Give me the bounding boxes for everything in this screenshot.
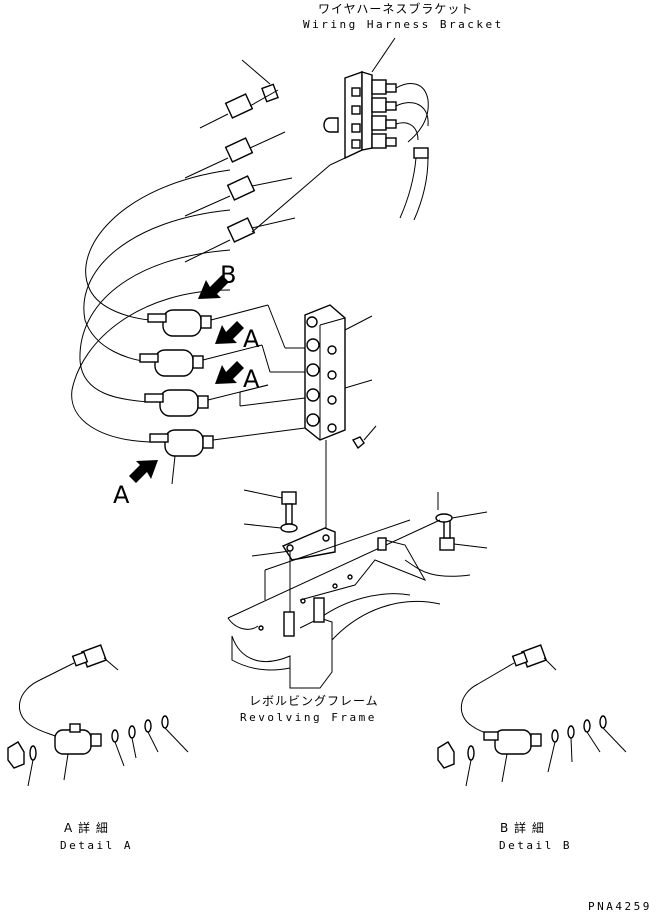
solenoid-valve-2 — [139, 344, 263, 377]
solenoid-valve-4 — [149, 427, 306, 485]
arrow-a-second-icon — [215, 361, 244, 384]
callout-a-bottom: A — [113, 481, 130, 509]
wiring-harness-bracket-label-jp: ワイヤハーネスブラケット — [318, 1, 473, 16]
detail-b-label-en: Detail B — [499, 839, 572, 852]
connector-4 — [184, 164, 331, 263]
harness-wires — [71, 169, 231, 443]
connector-3 — [184, 175, 293, 217]
connector-1 — [199, 89, 279, 129]
revolving-frame-label-jp: レボルビングフレーム — [249, 694, 379, 708]
detail-a-label-en: Detail A — [60, 839, 133, 852]
bolt-left — [243, 489, 297, 525]
connector-2 — [184, 131, 286, 179]
detail-b-assembly — [437, 644, 627, 787]
detail-a-assembly — [7, 644, 189, 787]
solenoid-valve-3 — [144, 384, 269, 417]
washer-right — [435, 511, 488, 523]
drawing-number: PNA4259 — [588, 900, 652, 912]
washer-left — [243, 523, 298, 533]
bolt-right — [439, 519, 488, 551]
connector-top-cap — [241, 59, 279, 103]
wiring-harness-bracket-label-en: Wiring Harness Bracket — [303, 18, 504, 31]
detail-a-label-jp: A 詳 細 — [64, 820, 109, 835]
valve-manifold — [239, 304, 377, 535]
solenoid-valve-1 — [147, 304, 269, 337]
revolving-frame — [227, 492, 471, 689]
callout-a-second: A — [243, 365, 260, 393]
revolving-frame-label-en: Revolving Frame — [240, 711, 377, 724]
wiring-harness-bracket — [323, 37, 429, 221]
arrow-a-bottom-icon — [129, 460, 158, 483]
detail-b-label-jp: B 詳 細 — [500, 820, 545, 835]
arrow-a-first-icon — [215, 321, 244, 344]
callout-a-first: A — [243, 325, 260, 353]
arrow-b-icon — [198, 275, 229, 299]
mounting-plate — [251, 527, 336, 612]
